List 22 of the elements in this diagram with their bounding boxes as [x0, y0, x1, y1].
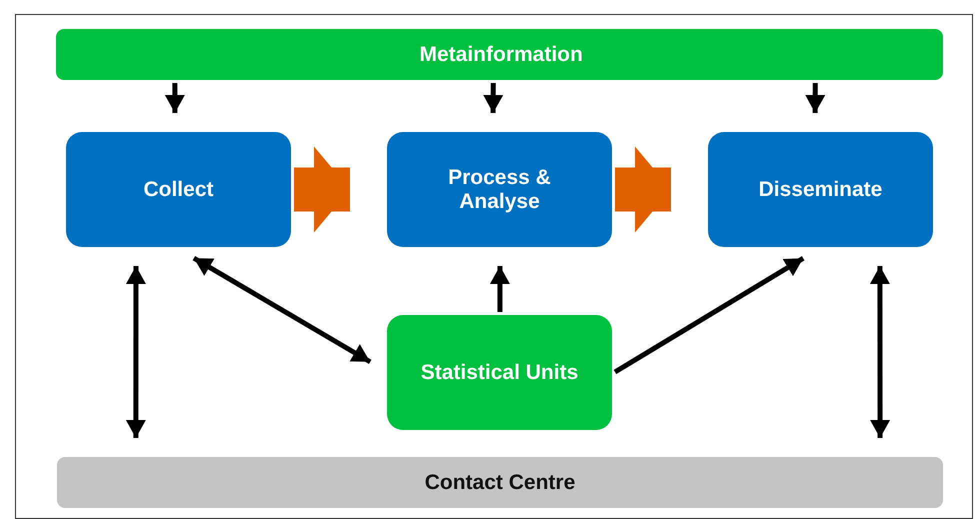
arrow	[870, 266, 890, 438]
block-arrow	[294, 146, 350, 232]
arrow	[126, 266, 146, 438]
arrow	[805, 83, 826, 113]
node-label: Disseminate	[758, 178, 882, 202]
arrow	[164, 83, 185, 113]
node-label: Metainformation	[420, 42, 580, 66]
footer-bar	[57, 457, 943, 508]
node-label: Statistical Units	[420, 360, 578, 384]
header-bar	[56, 29, 943, 80]
process-box	[387, 315, 612, 430]
process-box	[387, 132, 612, 247]
arrow	[483, 82, 504, 114]
node-label: Collect	[143, 178, 214, 202]
node-label: Contact Centre	[424, 470, 576, 494]
process-box	[708, 132, 933, 247]
node-label: Process & Analyse	[447, 166, 552, 213]
process-box	[66, 132, 291, 247]
arrow	[490, 266, 510, 312]
arrow	[192, 256, 372, 364]
arrow	[614, 256, 804, 374]
block-arrow	[615, 146, 671, 232]
